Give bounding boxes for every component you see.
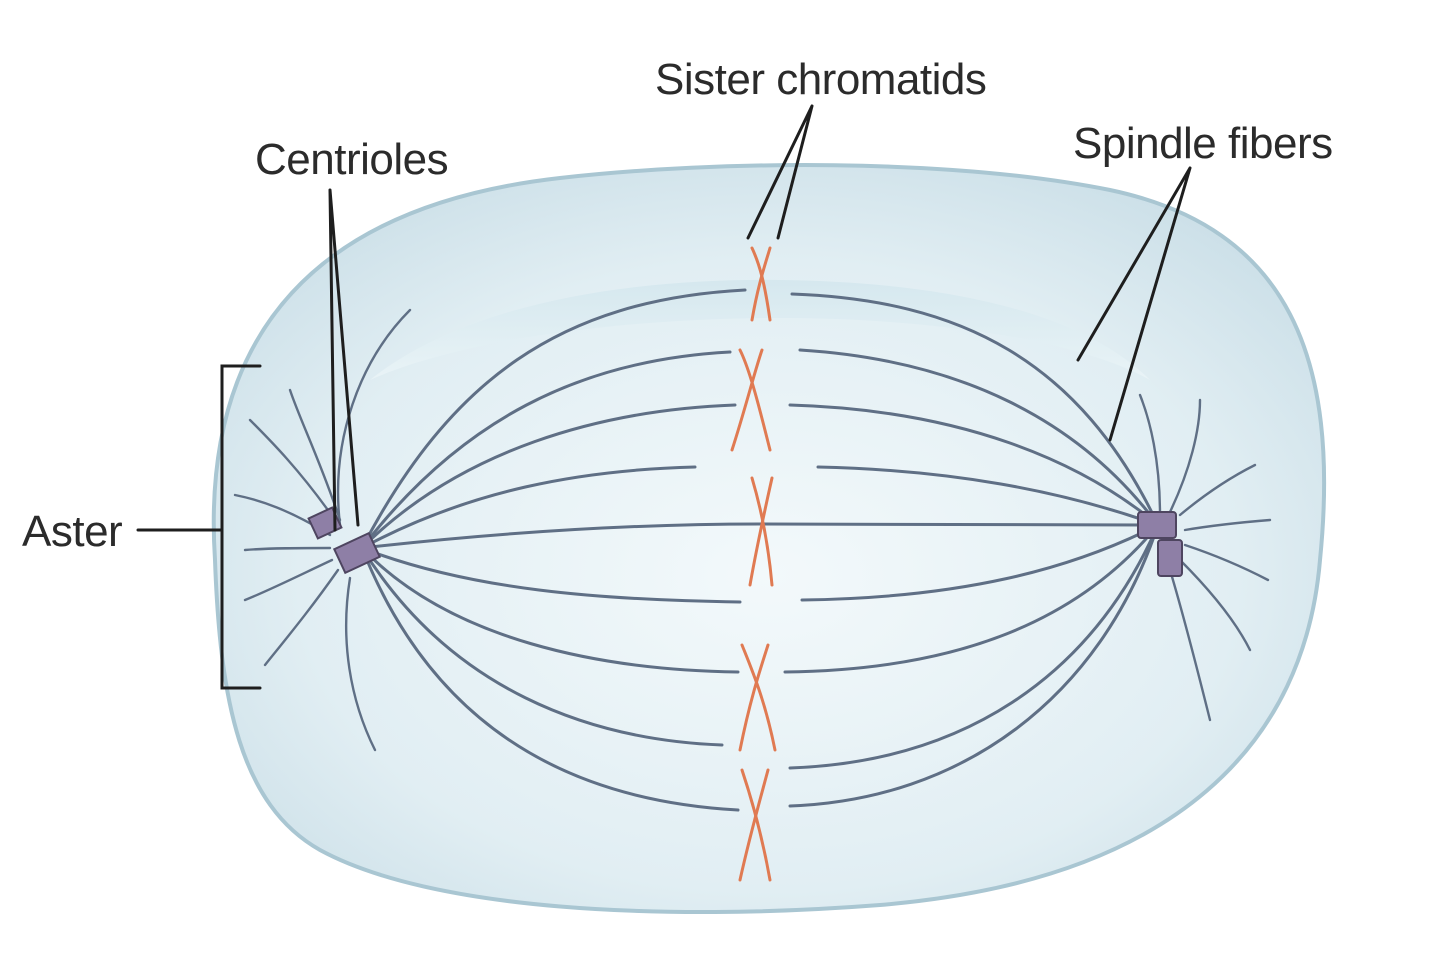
chromosome xyxy=(730,348,772,452)
leader-lines xyxy=(136,104,1192,690)
spindle-fiber xyxy=(360,350,732,550)
spindle-fibers-label: Spindle fibers xyxy=(1073,119,1333,168)
spindle-fiber xyxy=(783,523,1160,674)
centrioles-label: Centrioles xyxy=(255,135,449,184)
spindle-fiber xyxy=(360,288,747,550)
spindle-fiber xyxy=(790,292,1160,527)
chromosome xyxy=(738,643,777,752)
aster-bracket xyxy=(220,364,262,690)
leader-spindle-fibers xyxy=(1076,166,1192,442)
spindle-fiber xyxy=(360,403,737,550)
spindle-fiber xyxy=(788,523,1160,808)
cell-membrane xyxy=(211,163,1327,915)
spindle-fiber xyxy=(800,523,1160,602)
sister-chromatids xyxy=(730,246,777,882)
cell-inner-surface xyxy=(370,279,1150,380)
spindle-fiber xyxy=(360,522,762,550)
leader-sister-chromatids xyxy=(746,104,814,240)
spindle-fiber xyxy=(360,546,740,674)
spindle-fibers xyxy=(360,288,1160,812)
aster-label: Aster xyxy=(22,507,123,556)
leader-centrioles xyxy=(328,188,360,532)
centrioles-right xyxy=(1137,511,1183,577)
centrioles-left xyxy=(307,506,382,575)
spindle-fiber xyxy=(360,465,697,550)
spindle-fiber xyxy=(360,546,740,812)
chromosome xyxy=(748,476,774,587)
spindle-fiber xyxy=(360,546,742,604)
spindle-fiber xyxy=(816,465,1160,527)
spindle-fiber xyxy=(798,348,1160,527)
chromosome xyxy=(738,768,772,882)
sister-chromatids-label: Sister chromatids xyxy=(655,55,987,104)
aster-left xyxy=(233,308,412,752)
spindle-fiber xyxy=(788,403,1160,527)
spindle-fiber xyxy=(360,546,724,747)
spindle-fiber xyxy=(788,523,1160,770)
chromosome xyxy=(750,246,772,322)
aster-right xyxy=(1138,393,1272,722)
spindle-fiber xyxy=(758,522,1160,527)
